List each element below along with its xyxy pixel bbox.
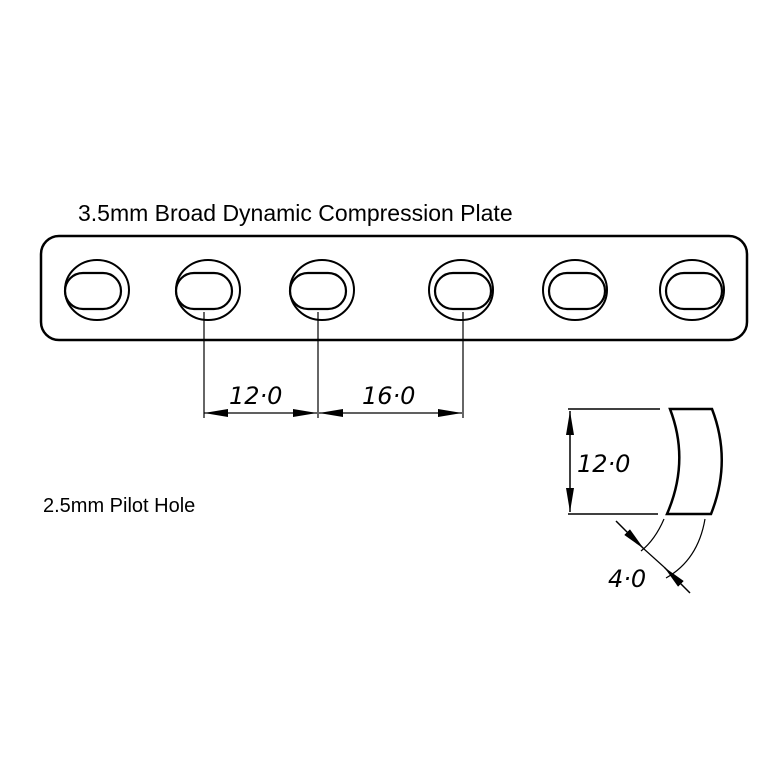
hole-slot [433, 271, 493, 311]
hole-slot [63, 271, 123, 311]
cross-section [566, 407, 723, 594]
spacing-label-12: 12·0 [229, 382, 282, 410]
hole-countersink [64, 259, 130, 321]
plate-section [665, 407, 723, 516]
plate-hole [174, 259, 241, 321]
thickness-label: 4·0 [608, 565, 646, 593]
hole-spacing-dimensions [203, 312, 464, 418]
pilot-hole-label: 2.5mm Pilot Hole [43, 495, 195, 517]
plate-outline [39, 234, 749, 342]
plate-hole [659, 259, 725, 321]
width-label: 12·0 [577, 450, 630, 478]
hole-slot [174, 271, 234, 311]
hole-countersink [289, 259, 355, 321]
thickness-arrow [615, 520, 645, 550]
plate-title: 3.5mm Broad Dynamic Compression Plate [78, 200, 513, 226]
spacing-label-16: 16·0 [362, 382, 415, 410]
plate-hole [428, 259, 494, 321]
plate-holes [63, 259, 725, 321]
hole-slot [288, 271, 348, 311]
hole-countersink [659, 259, 725, 321]
hole-countersink [175, 259, 241, 321]
plate-hole [542, 259, 608, 321]
hole-countersink [428, 259, 494, 321]
hole-countersink [542, 259, 608, 321]
thickness-arrow [663, 566, 691, 594]
hole-slot [547, 271, 607, 311]
hole-slot [664, 271, 724, 311]
plate-hole [63, 259, 130, 321]
plate-hole [288, 259, 355, 321]
